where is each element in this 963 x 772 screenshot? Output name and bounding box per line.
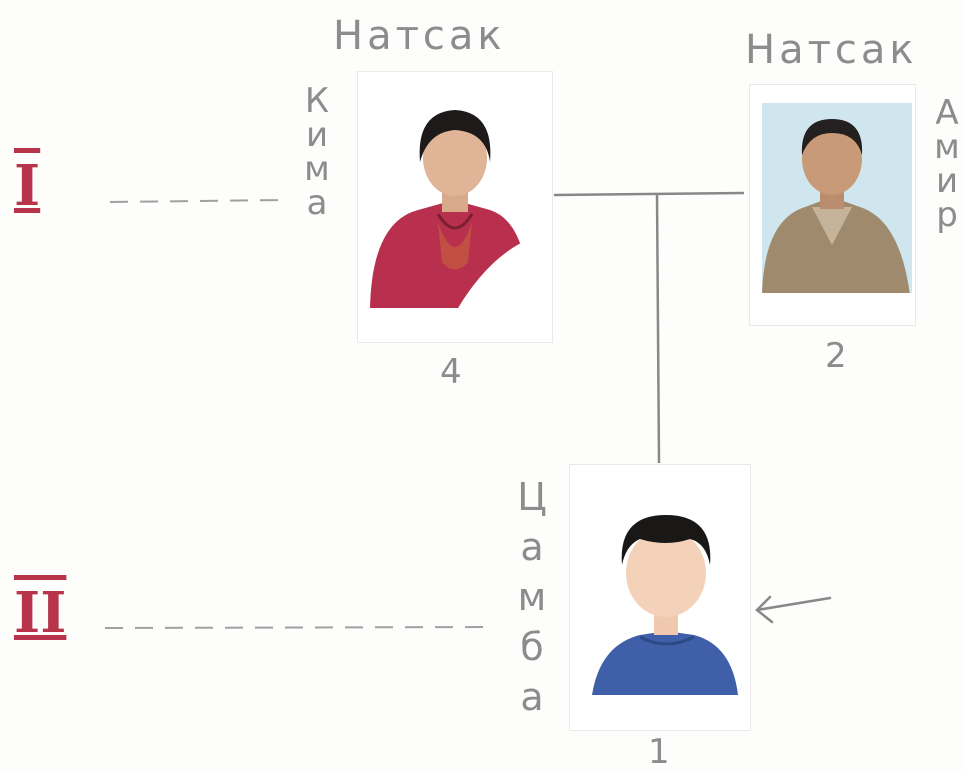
father-given-name: А м и р [930, 96, 963, 232]
child-name-letter-1: Ц [517, 475, 547, 519]
mother-given-name: К и м а [300, 84, 334, 220]
mother-name-letter-3: м [304, 149, 330, 189]
child-name-letter-4: б [520, 625, 544, 669]
child-name-letter-2: а [520, 525, 544, 569]
child-given-name: Ц а м б а [515, 478, 549, 728]
mother-surname: Натсак [333, 13, 506, 59]
father-number: 2 [825, 336, 847, 376]
father-surname: Натсак [745, 27, 918, 73]
father-portrait [750, 85, 915, 325]
descent-line [655, 193, 661, 464]
marriage-line [553, 191, 745, 197]
gen-2-dashed-line [104, 626, 496, 629]
child-photo [570, 465, 750, 730]
father-name-letter-2: м [934, 127, 960, 167]
father-photo [750, 85, 915, 325]
gen-1-dashed-line [109, 199, 286, 203]
proband-arrow-icon [755, 595, 832, 624]
father-name-letter-4: р [936, 195, 958, 235]
generation-label-1: I [14, 153, 41, 219]
mother-name-letter-2: и [305, 115, 329, 155]
mother-name-letter-4: а [306, 183, 328, 223]
child-number: 1 [648, 732, 670, 772]
child-name-letter-3: м [517, 575, 547, 619]
mother-portrait [358, 72, 552, 342]
father-name-letter-1: А [935, 93, 959, 133]
father-name-letter-3: и [935, 161, 959, 201]
mother-number: 4 [440, 352, 462, 392]
mother-name-letter-1: К [304, 81, 330, 121]
generation-label-2: II [14, 580, 67, 646]
child-name-letter-5: а [520, 675, 544, 719]
mother-photo [358, 72, 552, 342]
child-portrait [570, 465, 750, 730]
